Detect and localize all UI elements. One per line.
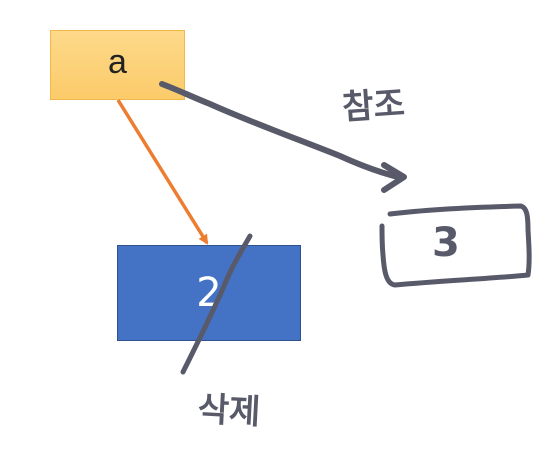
reference-note: 참조 xyxy=(340,83,407,129)
variable-a-label: a xyxy=(108,42,127,81)
new-reference-arrowhead xyxy=(381,162,407,193)
value-three-label: 3 xyxy=(432,220,460,266)
value-two-label: 2 xyxy=(196,270,222,316)
value-two-box: 2 xyxy=(117,245,301,341)
old-reference-arrow xyxy=(116,99,209,245)
variable-a-box: a xyxy=(50,30,185,100)
delete-note: 삭제 xyxy=(196,389,262,433)
